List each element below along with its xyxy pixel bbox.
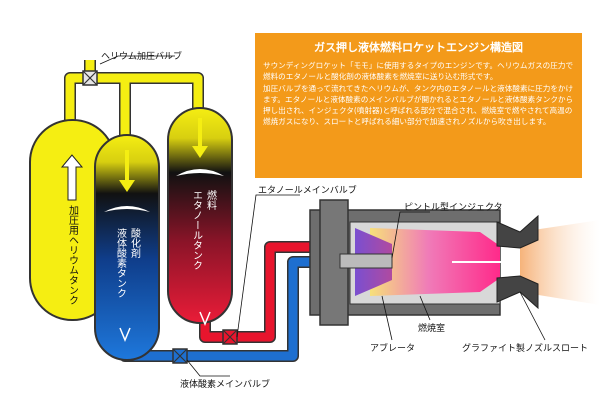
plume [520,220,600,305]
lox-down-arrow-head [119,180,135,192]
nozzle-throat-top [496,214,539,249]
fuel-down-arrow-head [192,146,208,158]
info-paragraph-2: 加圧バルブを通って流れてきたヘリウムが、タンク内のエタノールと液体酸素に圧力をか… [263,84,574,126]
info-paragraph-1: サウンディングロケット「モモ」に使用するタイプのエンジンです。ヘリウムガスの圧力… [263,61,574,81]
fuel-tank [167,107,233,324]
ablator-label: アブレータ [370,342,415,354]
leader-lines [99,55,546,377]
fuel-tank-surface [176,169,224,176]
lox-outlet-arrow [119,327,131,342]
throat-label: グラファイト製ノズルスロート [462,342,588,354]
combustion-flame [370,228,500,296]
helium-tank-label: 加圧用ヘリウムタンク [67,205,79,305]
lox-tank [94,134,160,361]
helium-valve-label: ヘリウム加圧バルブ [101,50,182,62]
pintle-injector [339,253,393,269]
chamber-label: 燃焼室 [418,322,445,334]
injector-label: ピントル型インジェクタ [404,202,503,213]
ethanol-pipe [199,241,340,343]
lox-tank-surface [104,206,150,212]
info-box: ガス押し液体燃料ロケットエンジン構造図 サウンディングロケット「モモ」に使用する… [255,33,582,178]
helium-pipes [64,60,204,158]
info-title: ガス押し液体燃料ロケットエンジン構造図 [314,41,523,54]
nozzle-throat-bottom [496,275,539,310]
ethanol-valve-label: エタノールメインバルブ [258,184,357,196]
engine [309,199,600,326]
ethanol-valve [222,329,238,345]
lox-tank-label-line1: 酸化剤 [129,227,141,259]
exhaust-arrow [452,253,517,271]
fuel-outlet-arrow [199,311,211,326]
helium-up-arrow [60,154,84,201]
fuel-tank-label-line1: 燃料 [205,189,217,211]
lox-valve-label: 液体酸素メインバルブ [180,378,270,390]
helium-valve [82,70,98,86]
lox-tank-label-line2: 液体酸素タンク [115,227,127,298]
lox-valve [172,348,188,364]
fuel-tank-label-line2: エタノールタンク [191,190,203,270]
